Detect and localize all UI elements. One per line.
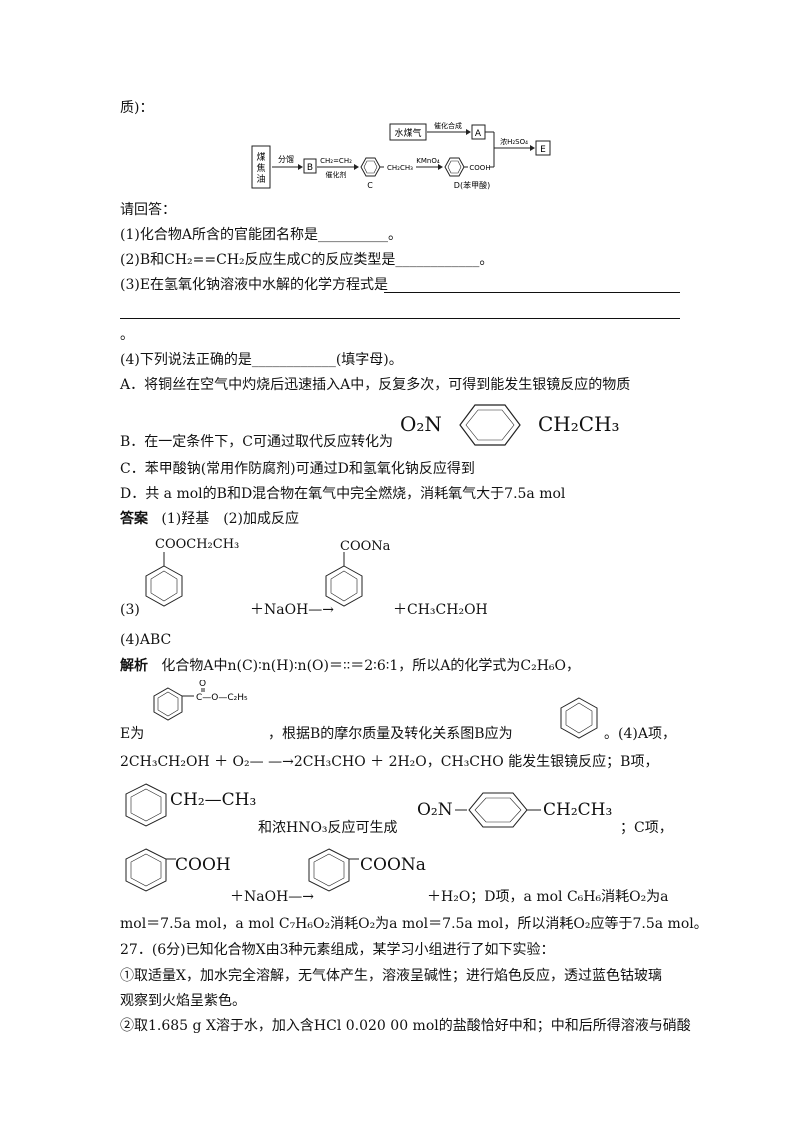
catalytic-synthesis-label: 催化合成	[434, 121, 462, 130]
water-gas-label: 水煤气	[394, 127, 421, 139]
analysis-line-1: 解析 化合物A中n(C)∶n(H)∶n(O)＝∶∶＝2∶6∶1，所以A的化学式为…	[120, 656, 580, 676]
option-b-o2n: O₂N	[400, 412, 442, 436]
cooh-label: COOH	[469, 164, 490, 172]
answer-line-3b	[120, 318, 680, 319]
question-27-3: 观察到火焰呈紫色。	[120, 993, 246, 1009]
option-c: C．苯甲酸钠(常用作防腐剂)可通过D和氢氧化钠反应得到	[120, 461, 475, 477]
option-b-benzene	[459, 404, 521, 446]
nitro-ethyl: CH₂CH₃	[543, 800, 613, 820]
answer-3-num: (3)	[120, 602, 140, 618]
ethyl-chain: CH₂—CH₃	[170, 790, 257, 810]
e-box	[535, 140, 551, 156]
ester-group: COOCH₂CH₃	[155, 537, 240, 552]
analysis-label: 解析	[120, 658, 148, 674]
b-box	[303, 158, 317, 174]
benzene-ring-d	[444, 157, 465, 177]
question-header: 请回答：	[120, 202, 176, 218]
kmno4-label: KMnO₄	[416, 157, 440, 165]
ester-benzene	[145, 552, 183, 607]
water-gas-box	[389, 123, 427, 141]
answer-3-ethanol: ＋CH₃CH₂OH	[393, 602, 488, 618]
coal-tar-box	[251, 145, 271, 189]
catalyst-label: 催化剂	[326, 170, 347, 179]
option-d: D．共 a mol的B和D混合物在氧气中完全燃烧，消耗氧气大于7.5a mol	[120, 486, 566, 502]
answer-label: 答案	[120, 511, 148, 527]
analysis-text-1: 化合物A中n(C)∶n(H)∶n(O)＝∶∶＝2∶6∶1，所以A的化学式为C₂H…	[161, 658, 581, 674]
svg-text:油: 油	[256, 173, 265, 185]
question-27-4: ②取1.685 g X溶于水，加入含HCl 0.020 00 mol的盐酸恰好中…	[120, 1018, 691, 1034]
benzene-ring-c	[360, 157, 381, 177]
sodium-benzoate-structure	[308, 848, 359, 892]
option-b: B．在一定条件下，C可通过取代反应转化为	[120, 434, 393, 450]
option-b-ethyl: CH₂CH₃	[538, 412, 620, 436]
salt-group: COONa	[340, 539, 391, 554]
question-2: (2)B和CH₂==CH₂反应生成C的反应类型是____________。	[120, 252, 494, 268]
e-label: E	[540, 145, 546, 155]
nitro-group: O₂N	[417, 800, 453, 820]
b-label: B	[307, 163, 313, 173]
answer-block: 答案 (1)羟基 (2)加成反应	[120, 509, 299, 529]
h2so4-label: 浓H₂SO₄	[500, 137, 528, 146]
e-structure-chain: C—O—C₂H₅	[196, 693, 248, 703]
nitro-benzene	[455, 792, 541, 828]
analysis-text-3: 2CH₃CH₂OH ＋ O₂— —→2CH₃CHO ＋ 2H₂O，CH₃CHO …	[120, 754, 659, 770]
coona-group: COONa	[360, 855, 426, 875]
question-1: (1)化合物A所含的官能团名称是__________。	[120, 227, 402, 243]
salt-benzene	[325, 552, 363, 607]
benzoic-acid-structure	[125, 848, 176, 892]
benzene-b-structure	[560, 697, 598, 739]
coal-tar-label: 煤	[256, 151, 265, 163]
question-27-1: 27．(6分)已知化合物X由3种元素组成，某学习小组进行了如下实验：	[120, 942, 555, 958]
ethyl-group: CH₂CH₃	[387, 164, 413, 172]
analysis-text-5-end: ＋H₂O；D项，a mol C₆H₆消耗O₂为a	[427, 889, 669, 905]
a-label: A	[475, 129, 482, 139]
analysis-text-2-end: 。(4)A项，	[604, 726, 676, 742]
ethylene-label: CH₂=CH₂	[320, 157, 352, 165]
answer-1-2: (1)羟基 (2)加成反应	[161, 511, 300, 527]
synthesis-scheme: 煤 焦 油 分馏 B CH₂=CH₂ 催化剂 CH₂CH₃ C KMnO₄ CO…	[251, 121, 551, 190]
analysis-naoh: ＋NaOH—→	[230, 889, 315, 905]
cooh-group: COOH	[175, 855, 231, 875]
d-label: D(苯甲酸)	[454, 180, 490, 190]
analysis-text-4-end: ；C项，	[620, 820, 673, 836]
analysis-text-6: mol＝7.5a mol，a mol C₇H₆O₂消耗O₂为a mol＝7.5a…	[120, 916, 708, 932]
analysis-e-label: E为	[120, 726, 145, 742]
answer-3-naoh: ＋NaOH—→	[250, 602, 335, 618]
question-3-text: (3)E在氢氧化钠溶液中水解的化学方程式是	[120, 277, 389, 293]
analysis-text-4: 和浓HNO₃反应可生成	[258, 820, 398, 836]
question-4: (4)下列说法正确的是____________(填字母)。	[120, 352, 403, 368]
analysis-text-2: ，根据B的摩尔质量及转化关系图B应为	[268, 726, 513, 742]
option-a: A．将铜丝在空气中灼烧后迅速插入A中，反复多次，可得到能发生银镜反应的物质	[120, 377, 631, 393]
answer-line-3a	[384, 292, 680, 293]
svg-text:焦: 焦	[256, 162, 265, 174]
e-structure-o: O	[199, 680, 206, 689]
answer-4: (4)ABC	[120, 632, 172, 648]
c-label: C	[367, 181, 373, 190]
fractionate-label: 分馏	[278, 154, 294, 164]
ethylbenzene-structure	[125, 783, 167, 827]
question-3-end: 。	[120, 327, 134, 343]
intro-text: 质)：	[120, 100, 154, 116]
e-structure: O C—O—C₂H₅	[153, 680, 248, 721]
question-27-2: ①取适量X，加水完全溶解，无气体产生，溶液呈碱性；进行焰色反应，透过蓝色钴玻璃	[120, 968, 662, 984]
question-3: (3)E在氢氧化钠溶液中水解的化学方程式是	[120, 275, 388, 295]
